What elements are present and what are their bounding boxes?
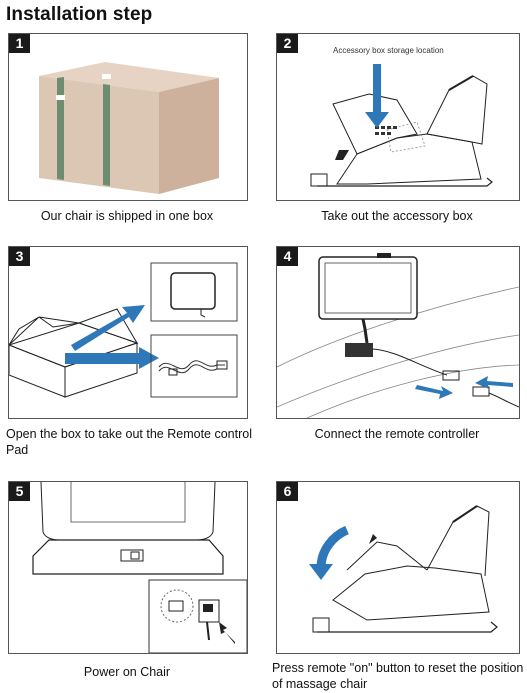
massage-chair-side-illustration [277, 34, 519, 200]
page-title: Installation step [6, 4, 152, 26]
step-4-caption: Connect the remote controller [276, 426, 518, 442]
step-6-number: 6 [277, 482, 298, 501]
remote-connection-illustration [277, 247, 519, 418]
chair-reset-illustration [277, 482, 519, 653]
open-box-illustration [9, 247, 247, 418]
step-2-number: 2 [277, 34, 298, 53]
step-6-panel: 6 [276, 481, 520, 654]
shipping-box-illustration [9, 34, 247, 200]
step-6-caption-line2: of massage chair [272, 676, 527, 692]
step-5-number: 5 [9, 482, 30, 501]
step-3-number: 3 [9, 247, 30, 266]
step-4-number: 4 [277, 247, 298, 266]
chair-rear-power-illustration [9, 482, 247, 653]
step-3-panel: 3 [8, 246, 248, 419]
step-5-panel: 5 [8, 481, 248, 654]
step-3-caption-line1: Open the box to take out the Remote cont… [6, 426, 256, 442]
step-2-caption: Take out the accessory box [276, 208, 518, 224]
step-1-panel: 1 [8, 33, 248, 201]
step-6-caption-line1: Press remote "on" button to reset the po… [272, 660, 527, 676]
step-3-caption-line2: Pad [6, 442, 256, 458]
step-5-caption: Power on Chair [8, 664, 246, 680]
step-1-caption: Our chair is shipped in one box [8, 208, 246, 224]
step-4-panel: 4 [276, 246, 520, 419]
step-2-panel: 2 Accessory box storage location [276, 33, 520, 201]
accessory-location-label: Accessory box storage location [333, 46, 444, 55]
step-1-number: 1 [9, 34, 30, 53]
